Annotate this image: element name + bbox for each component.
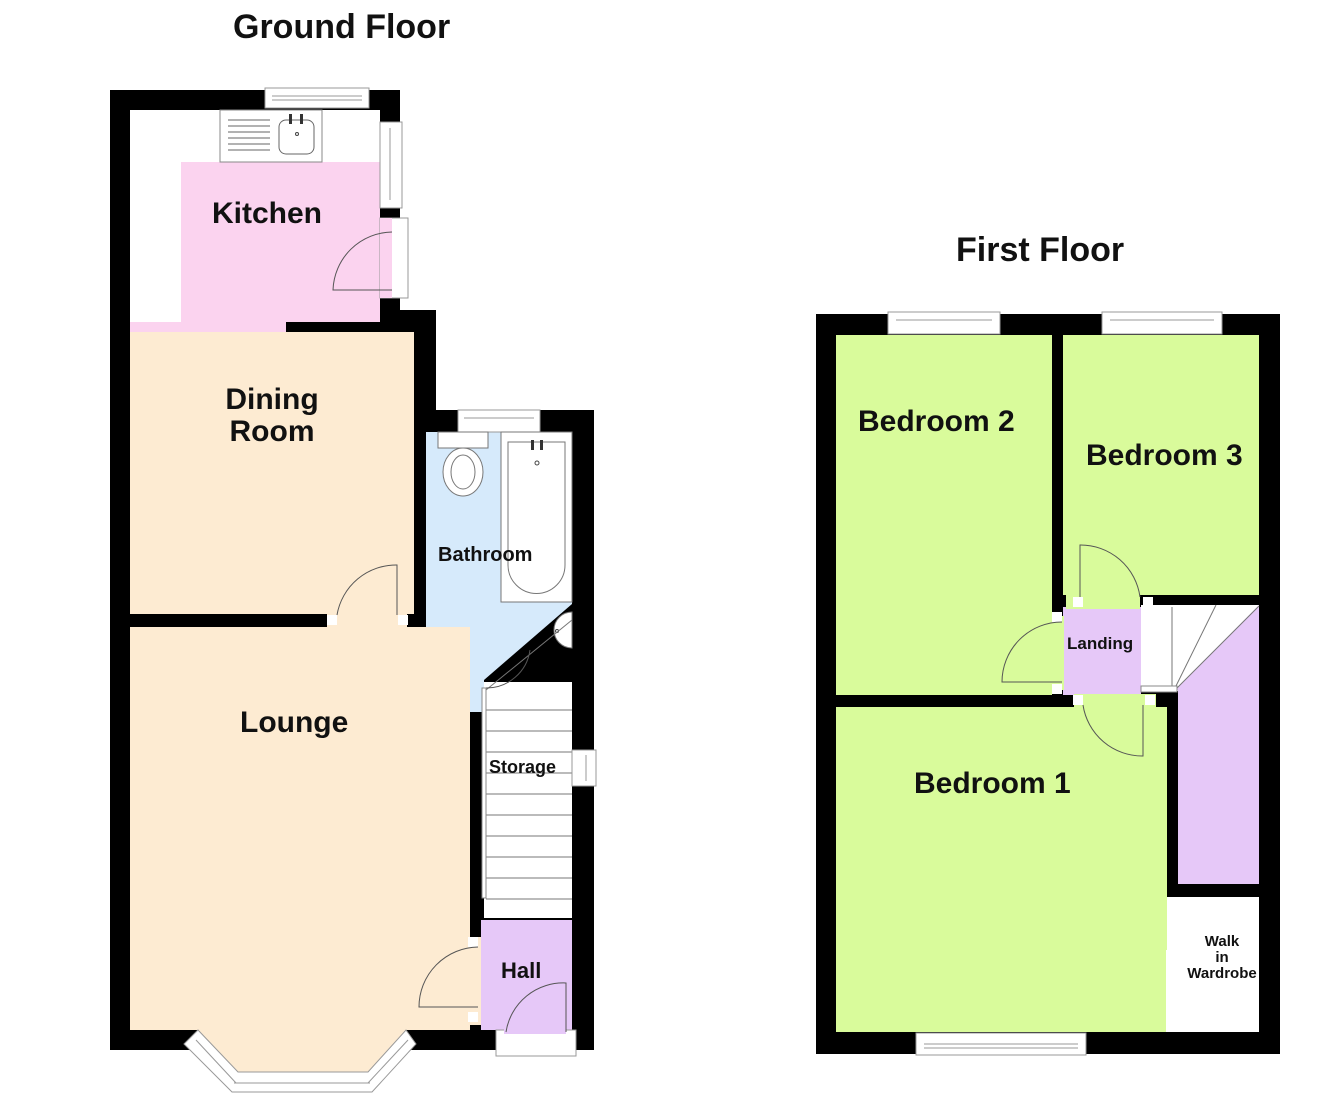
dining-room-label: Dining Room [212,384,332,447]
room-walk-in-wardrobe [1167,897,1259,1032]
kitchen-door-swing [332,231,393,291]
first-floor-plan [816,311,1280,1056]
room-landing [1063,607,1141,695]
landing-label: Landing [1067,634,1134,653]
bedroom2-door-swing [1001,621,1063,683]
kitchen-window-top [264,87,370,109]
kitchen-label: Kitchen [212,197,323,230]
room-dining [130,332,414,614]
bedroom2-window [887,311,1001,335]
ground-floor-plan [110,87,597,1093]
room-storage [484,682,572,918]
dining-room-label-line2: Room [229,414,315,448]
lounge-label: Lounge [240,706,349,739]
wardrobe-label-line3: Wardrobe [1187,964,1257,982]
front-door-opening [495,1029,577,1057]
bedroom-3-label: Bedroom 3 [1086,439,1243,472]
dining-door-swing [336,564,398,616]
room-bedroom-1 [836,707,1167,1032]
kitchen-window-right [379,121,403,209]
bedroom3-door-swing [1079,544,1141,598]
dining-room-label-line1: Dining [225,383,319,416]
ground-floor-title: Ground Floor [233,8,451,46]
storage-window [571,749,597,787]
toilet [442,447,484,497]
room-kitchen [130,162,380,332]
front-door-swing [505,982,567,1033]
bedroom-2-label: Bedroom 2 [858,405,1015,438]
room-bedroom-3 [1063,335,1259,595]
lounge-door-swing [418,946,479,1008]
stairwell-void [1175,605,1259,884]
bathroom-window [457,409,541,433]
bedroom3-window [1101,311,1223,335]
wash-basin [553,611,573,649]
wardrobe-label-line2: in [1215,948,1229,966]
bedroom1-door-swing [1082,704,1144,757]
room-lounge [130,627,470,1072]
toilet-cistern [437,431,489,449]
bedroom-1-label: Bedroom 1 [914,767,1071,800]
room-hall [481,920,572,1030]
wardrobe-label-line1: Walk [1204,933,1240,950]
walk-in-wardrobe-label: Walk in Wardrobe [1178,934,1266,981]
first-floor-title: First Floor [956,231,1125,269]
room-bedroom-2 [836,335,1052,695]
hall-label: Hall [501,958,542,983]
bathroom-label: Bathroom [438,544,533,566]
storage-label: Storage [489,757,557,777]
bay-window [183,1029,417,1093]
